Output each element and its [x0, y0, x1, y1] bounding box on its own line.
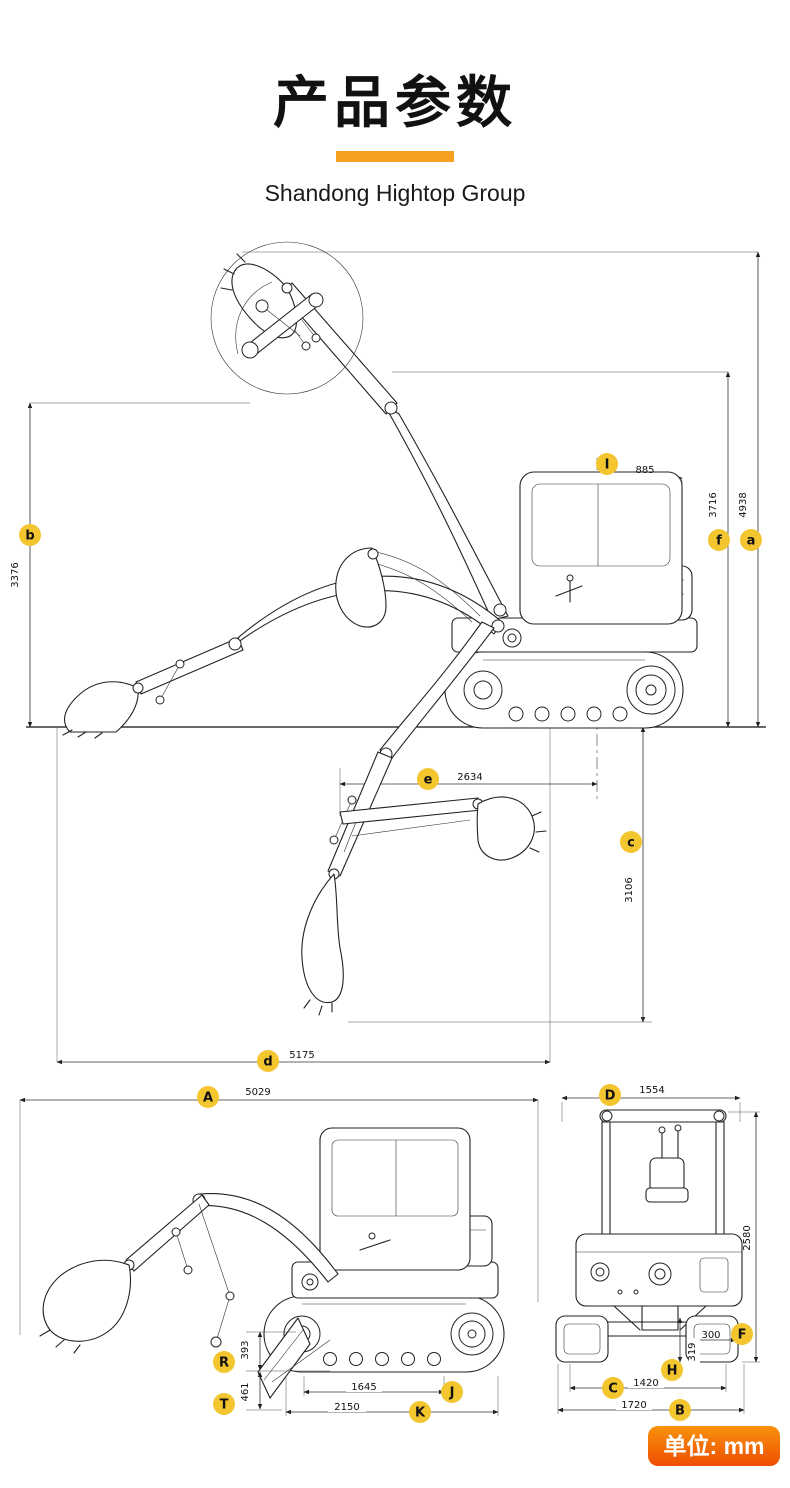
seat — [649, 1157, 685, 1193]
badge-K: K — [409, 1401, 431, 1423]
badge-a: a — [740, 529, 762, 551]
left-track — [555, 1315, 609, 1363]
dim-value-b: 3376 — [10, 562, 21, 587]
badge-d: d — [257, 1050, 279, 1072]
badge-B: B — [669, 1399, 691, 1421]
svg-text:B: B — [675, 1404, 685, 1419]
side-view-diagram: 393 461 1645 2150 5029 A R T J K — [19, 1086, 539, 1423]
brand-subtitle: Shandong Hightop Group — [264, 180, 526, 206]
arm-pose-raised — [210, 241, 509, 621]
svg-text:I: I — [605, 458, 610, 473]
badge-f: f — [708, 529, 730, 551]
badge-R: R — [213, 1351, 235, 1373]
dim-value-H: 319 — [687, 1342, 698, 1361]
badge-i: I — [596, 453, 618, 475]
dim-value-R: 393 — [240, 1340, 251, 1359]
rear-view-diagram: 1554 — [555, 1084, 760, 1421]
dim-value-d: 5175 — [289, 1050, 314, 1061]
badge-C: C — [602, 1377, 624, 1399]
badge-H: H — [661, 1359, 683, 1381]
dim-value-c: 3106 — [624, 877, 635, 902]
dim-value-a: 4938 — [738, 492, 749, 517]
badge-J: J — [441, 1381, 463, 1403]
excavator-body — [444, 471, 698, 729]
svg-text:a: a — [747, 534, 756, 549]
dim-value-T: 461 — [240, 1382, 251, 1401]
unit-badge: 单位: mm — [648, 1426, 780, 1466]
badge-D: D — [599, 1084, 621, 1106]
page-title: 产品参数 — [273, 71, 517, 134]
dim-value-B: 1720 — [621, 1400, 646, 1411]
detail-circle — [210, 241, 364, 395]
dim-value-e: 2634 — [457, 772, 482, 783]
badge-b: b — [19, 524, 41, 546]
working-range-diagram: 3376 3716 4938 885 2634 3106 5175 b f a … — [10, 241, 766, 1072]
title-underline — [336, 151, 454, 162]
dim-value-height: 2580 — [742, 1225, 753, 1250]
arm-pose-ground-reach — [62, 575, 505, 739]
dim-value-K: 2150 — [334, 1402, 359, 1413]
svg-text:T: T — [220, 1398, 229, 1413]
dim-value-F: 300 — [701, 1330, 720, 1341]
svg-text:f: f — [716, 534, 722, 549]
svg-text:d: d — [263, 1055, 272, 1070]
badge-c: c — [620, 831, 642, 853]
badge-F: F — [731, 1323, 753, 1345]
cab — [519, 471, 683, 625]
dim-value-f: 3716 — [708, 492, 719, 517]
dim-value-J: 1645 — [351, 1382, 376, 1393]
badge-T: T — [213, 1393, 235, 1415]
svg-text:J: J — [449, 1386, 455, 1401]
svg-text:b: b — [25, 529, 34, 544]
arm-pose-parked — [335, 547, 481, 628]
svg-text:H: H — [667, 1364, 678, 1379]
dim-value-C: 1420 — [633, 1378, 658, 1389]
page-header: 产品参数 Shandong Hightop Group — [0, 0, 790, 207]
svg-text:A: A — [203, 1091, 213, 1106]
svg-text:c: c — [627, 836, 635, 851]
badge-e: e — [417, 768, 439, 790]
rear-view-machine — [555, 1109, 743, 1363]
badge-A: A — [197, 1086, 219, 1108]
svg-text:C: C — [608, 1382, 618, 1397]
arm-pose-dig-depth — [301, 621, 547, 1016]
svg-text:F: F — [738, 1328, 747, 1343]
dim-value-i: 885 — [635, 465, 654, 476]
dim-value-A: 5029 — [245, 1087, 270, 1098]
svg-text:K: K — [415, 1406, 426, 1421]
svg-text:D: D — [605, 1089, 616, 1104]
svg-text:e: e — [424, 773, 433, 788]
dim-value-D: 1554 — [639, 1085, 664, 1096]
svg-text:R: R — [219, 1356, 229, 1371]
side-view-machine — [39, 1127, 505, 1399]
